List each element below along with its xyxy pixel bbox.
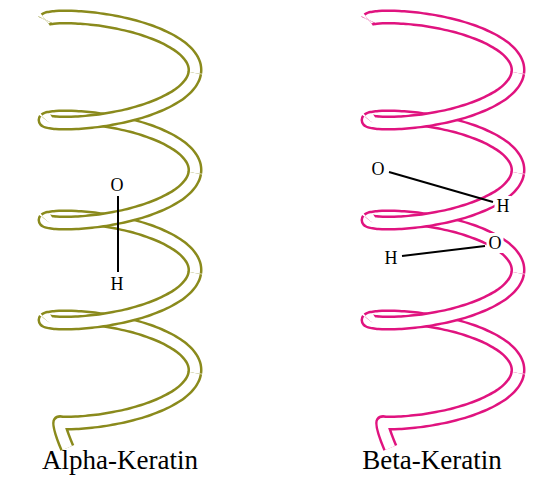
bond-line [402,246,485,256]
atom-label: O [370,159,387,179]
helix-outline [382,373,518,448]
helix-fill [363,15,373,25]
helix-fill [368,17,518,73]
caption-label: Beta-Keratin [360,446,503,475]
helix-outline [368,73,518,123]
helix-outline [45,173,195,223]
atom-label: H [495,196,512,216]
atom-label: H [109,274,126,294]
helix-outline [368,173,518,223]
beta-helix [368,17,518,448]
helix-outline [45,17,195,73]
helix-outline [368,17,518,73]
helix-outline [368,273,518,323]
helix-outline [361,12,376,27]
alpha-helix [45,17,195,448]
caption-label: Alpha-Keratin [40,446,200,475]
helix-fill [368,73,518,123]
bond-line [117,196,119,272]
atom-label: H [383,248,400,268]
helix-fill [40,15,50,25]
helix-fill [59,373,195,448]
helix-outline [59,373,195,448]
helix-fill [368,273,518,323]
helix-outline [45,73,195,123]
helix-fill [368,173,518,223]
helix-outline [45,273,195,323]
atom-label: O [487,233,504,253]
helix-fill [45,273,195,323]
helix-fill [45,17,195,73]
helix-fill [382,373,518,448]
helix-fill [45,173,195,223]
atom-label: O [109,175,126,195]
hydrogen-bonds [118,172,493,272]
helix-outline [38,12,53,27]
bond-line [389,172,493,202]
helix-fill [45,73,195,123]
